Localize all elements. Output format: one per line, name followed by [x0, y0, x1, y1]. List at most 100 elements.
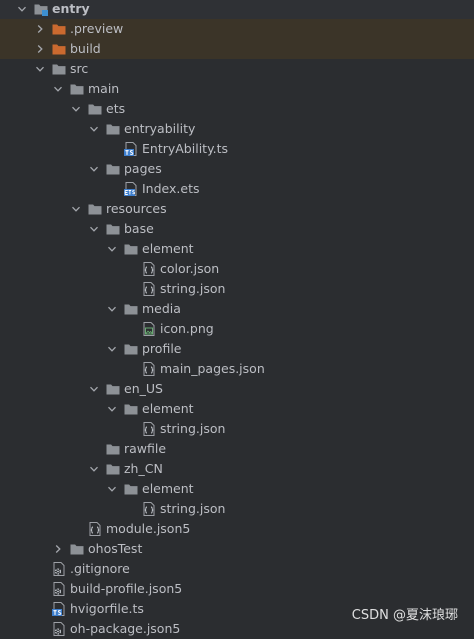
chevron-down-icon[interactable]	[87, 119, 101, 139]
tree-item-label: build-profile.json5	[70, 581, 183, 596]
tree-item-ohostest[interactable]: ohosTest	[0, 539, 474, 559]
chevron-right-icon[interactable]	[51, 539, 65, 559]
json-file-icon	[141, 281, 157, 297]
tree-item-media[interactable]: media	[0, 299, 474, 319]
chevron-down-icon[interactable]	[87, 219, 101, 239]
watermark: CSDN @夏沫琅琊	[351, 608, 458, 623]
folder-icon	[105, 441, 121, 457]
tree-item-color-json[interactable]: color.json	[0, 259, 474, 279]
tree-item-label: string.json	[160, 421, 226, 436]
tree-item-rawfile[interactable]: rawfile	[0, 439, 474, 459]
tree-item-hvigorfile-ts[interactable]: hvigorfile.ts	[0, 599, 474, 619]
tree-item-label: build	[70, 41, 101, 56]
tree-item-build-profile-json5[interactable]: build-profile.json5	[0, 579, 474, 599]
tree-item-preview[interactable]: .preview	[0, 19, 474, 39]
config-file-icon	[51, 621, 67, 637]
tree-item-label: ohosTest	[88, 541, 143, 556]
tree-item-label: oh-package.json5	[70, 621, 181, 636]
tree-item-pages[interactable]: pages	[0, 159, 474, 179]
chevron-down-icon[interactable]	[105, 399, 119, 419]
tree-item-ets[interactable]: ets	[0, 99, 474, 119]
tree-item-en-us[interactable]: en_US	[0, 379, 474, 399]
tree-item-icon-png[interactable]: icon.png	[0, 319, 474, 339]
folder-icon	[123, 481, 139, 497]
tree-item-label: base	[124, 221, 154, 236]
tree-item-label: module.json5	[106, 521, 191, 536]
folder-icon	[105, 121, 121, 137]
image-file-icon	[141, 321, 157, 337]
tree-item-label: resources	[106, 201, 167, 216]
tree-item-entryability[interactable]: entryability	[0, 119, 474, 139]
chevron-down-icon[interactable]	[51, 79, 65, 99]
chevron-down-icon[interactable]	[105, 339, 119, 359]
json-file-icon	[87, 521, 103, 537]
tree-item-label: color.json	[160, 261, 220, 276]
tree-item-label: .gitignore	[70, 561, 130, 576]
chevron-down-icon[interactable]	[105, 479, 119, 499]
tree-item-label: src	[70, 61, 89, 76]
tree-item-resources[interactable]: resources	[0, 199, 474, 219]
tree-item-label: en_US	[124, 381, 163, 396]
tree-item-string-json[interactable]: string.json	[0, 499, 474, 519]
tree-item-src[interactable]: src	[0, 59, 474, 79]
tree-item-label: element	[142, 241, 194, 256]
tree-item-label: main	[88, 81, 120, 96]
tree-item-label: pages	[124, 161, 162, 176]
tree-item-zh-cn[interactable]: zh_CN	[0, 459, 474, 479]
tree-item-module-json5[interactable]: module.json5	[0, 519, 474, 539]
tree-item-label: media	[142, 301, 181, 316]
tree-item-entryability-ts[interactable]: EntryAbility.ts	[0, 139, 474, 159]
tree-item-label: Index.ets	[142, 181, 200, 196]
module-folder-icon	[33, 1, 49, 17]
config-file-icon	[51, 581, 67, 597]
chevron-down-icon[interactable]	[87, 159, 101, 179]
tree-item-element[interactable]: element	[0, 239, 474, 259]
tree-item-oh-package-json5[interactable]: oh-package.json5	[0, 619, 474, 639]
chevron-right-icon[interactable]	[33, 39, 47, 59]
tree-item-label: entryability	[124, 121, 196, 136]
chevron-down-icon[interactable]	[87, 379, 101, 399]
folder-icon	[87, 201, 103, 217]
tree-item-string-json[interactable]: string.json	[0, 279, 474, 299]
tree-item-label: element	[142, 401, 194, 416]
tree-item-base[interactable]: base	[0, 219, 474, 239]
tree-item-gitignore[interactable]: .gitignore	[0, 559, 474, 579]
tree-item-main-pages-json[interactable]: main_pages.json	[0, 359, 474, 379]
tree-item-element[interactable]: element	[0, 399, 474, 419]
tree-item-index-ets[interactable]: Index.ets	[0, 179, 474, 199]
chevron-down-icon[interactable]	[69, 199, 83, 219]
ts-file-icon	[51, 601, 67, 617]
tree-item-profile[interactable]: profile	[0, 339, 474, 359]
folder-icon	[105, 461, 121, 477]
folder-icon	[51, 61, 67, 77]
chevron-down-icon[interactable]	[15, 0, 29, 19]
json-file-icon	[141, 261, 157, 277]
tree-item-element[interactable]: element	[0, 479, 474, 499]
tree-item-label: string.json	[160, 281, 226, 296]
chevron-down-icon[interactable]	[105, 299, 119, 319]
tree-item-main[interactable]: main	[0, 79, 474, 99]
folder-icon	[123, 301, 139, 317]
folder-icon	[105, 161, 121, 177]
chevron-down-icon[interactable]	[105, 239, 119, 259]
ts-file-icon	[123, 141, 139, 157]
tree-item-label: entry	[52, 1, 90, 16]
folder-icon	[123, 341, 139, 357]
tree-item-build[interactable]: build	[0, 39, 474, 59]
tree-item-string-json[interactable]: string.json	[0, 419, 474, 439]
tree-item-label: string.json	[160, 501, 226, 516]
tree-item-entry[interactable]: entry	[0, 0, 474, 19]
chevron-down-icon[interactable]	[33, 59, 47, 79]
json-file-icon	[141, 501, 157, 517]
folder-icon	[123, 241, 139, 257]
chevron-down-icon[interactable]	[87, 459, 101, 479]
folder-icon	[123, 401, 139, 417]
folder-icon	[69, 541, 85, 557]
tree-item-label: main_pages.json	[160, 361, 265, 376]
chevron-down-icon[interactable]	[69, 99, 83, 119]
tree-item-label: icon.png	[160, 321, 214, 336]
excluded-folder-icon	[51, 21, 67, 37]
chevron-right-icon[interactable]	[33, 19, 47, 39]
tree-item-label: .preview	[70, 21, 124, 36]
